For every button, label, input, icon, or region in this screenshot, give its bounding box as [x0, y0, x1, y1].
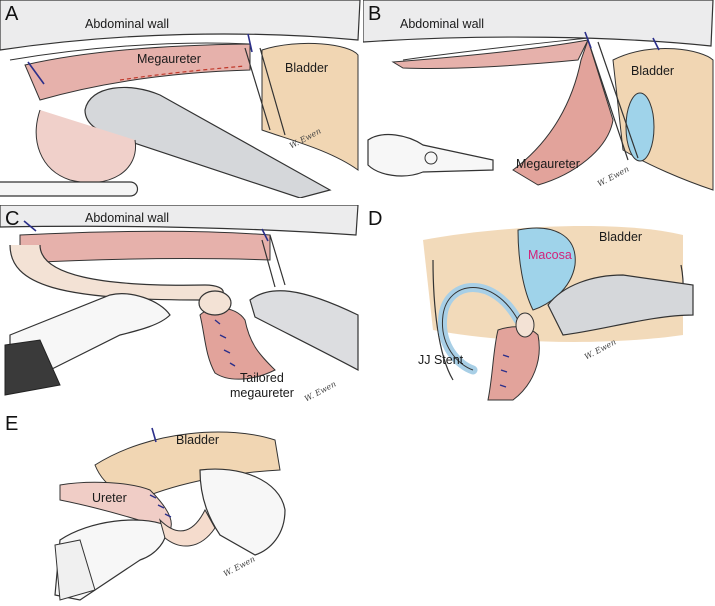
- panel-e-letter: E: [5, 413, 19, 435]
- panel-a-illustration: [0, 0, 361, 198]
- panel-b: B Abdominal wall Bladder Megaureter W. E…: [363, 0, 715, 198]
- label-bladder: Bladder: [285, 61, 329, 75]
- abdominal-wall: [0, 205, 359, 236]
- panel-c: C Abdominal wall Tailored megaureter W. …: [0, 205, 362, 405]
- label-mucosa: Macosa: [528, 248, 572, 262]
- label-abdominal-wall: Abdominal wall: [400, 17, 485, 31]
- tailored-megaureter: [199, 307, 276, 380]
- label-abdominal-wall: Abdominal wall: [85, 17, 170, 31]
- label-jj-stent: JJ Stent: [418, 353, 464, 367]
- label-tailored-line1: Tailored: [240, 371, 284, 385]
- panel-a-letter: A: [5, 3, 19, 25]
- panel-b-illustration: [363, 0, 714, 191]
- label-ureter: Ureter: [92, 491, 127, 505]
- label-bladder: Bladder: [176, 433, 220, 447]
- laparoscope: [84, 86, 332, 198]
- bladder: [261, 42, 359, 171]
- megaureter: [512, 38, 614, 186]
- panel-d-illustration: [423, 225, 694, 401]
- panel-e: E Bladder Ureter W. Ewen: [0, 410, 362, 606]
- grasper: [367, 133, 494, 177]
- panel-c-illustration: [0, 205, 359, 396]
- label-megaureter: Megaureter: [516, 157, 580, 171]
- panel-d-letter: D: [368, 208, 383, 230]
- panel-c-letter: C: [5, 208, 20, 230]
- panel-e-illustration: [54, 427, 286, 601]
- right-instrument: [249, 290, 359, 372]
- label-abdominal-wall: Abdominal wall: [85, 211, 170, 225]
- label-bladder: Bladder: [631, 64, 675, 78]
- panel-d: D Bladder Macosa JJ Stent W. Ewen: [363, 205, 715, 405]
- megaureter: [24, 43, 251, 101]
- label-megaureter: Megaureter: [137, 52, 201, 66]
- abdominal-wall: [363, 0, 714, 47]
- panel-b-letter: B: [368, 3, 382, 25]
- laparoscope: [547, 274, 694, 336]
- label-tailored-line2: megaureter: [230, 386, 294, 400]
- right-grasper: [199, 468, 286, 556]
- panel-a: A Abdominal wall Megaureter Bladder W. E…: [0, 0, 362, 198]
- bladder-mucosa: [625, 92, 655, 162]
- label-bladder: Bladder: [599, 230, 643, 244]
- abdominal-wall: [0, 0, 361, 51]
